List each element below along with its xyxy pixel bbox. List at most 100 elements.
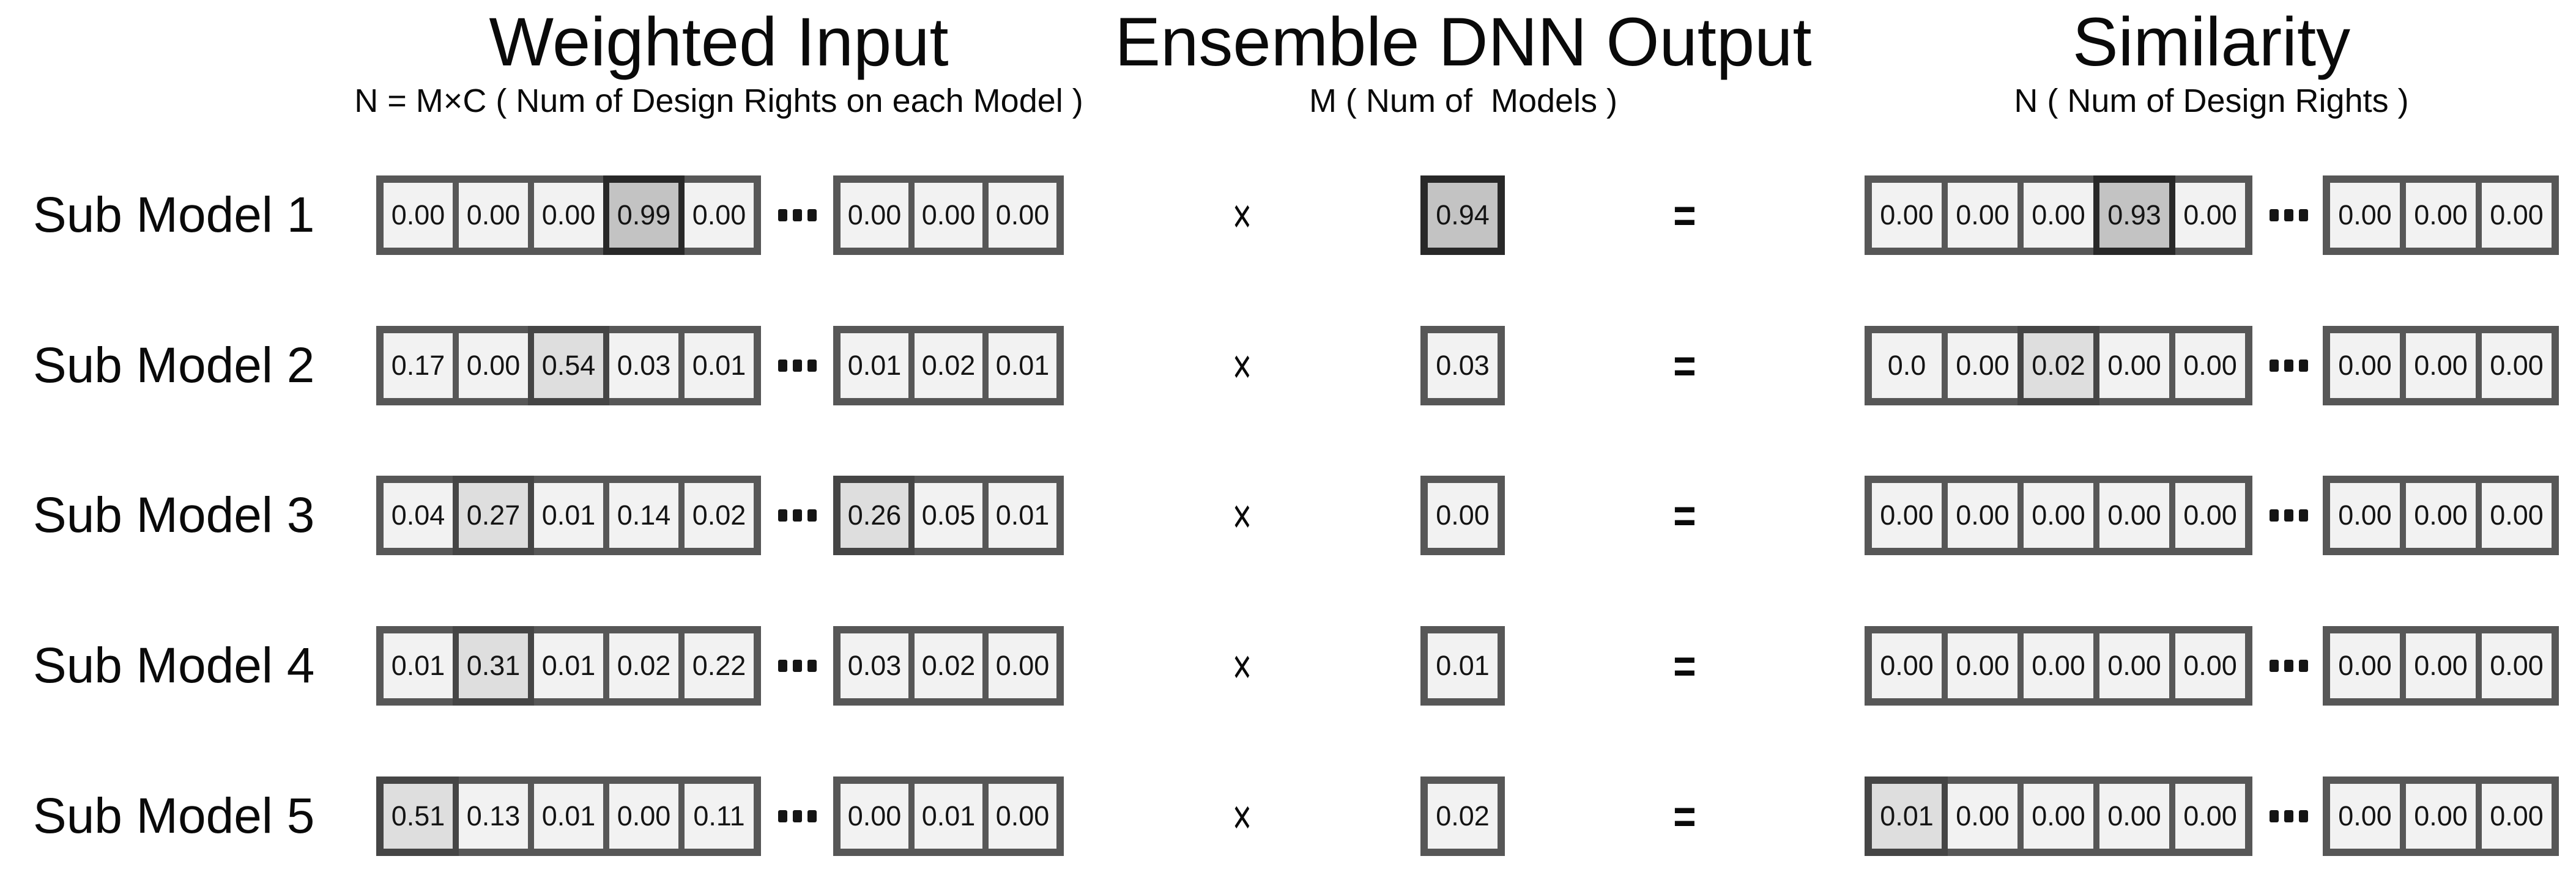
matrix-cell: 0.0 xyxy=(1865,326,1945,405)
column-header-similarity: Similarity N ( Num of Design Rights ) xyxy=(2014,6,2408,119)
matrix-cell-highlighted: 0.94 xyxy=(1420,175,1505,255)
cell-value: 0.00 xyxy=(1948,633,2017,698)
sub-model-label: Sub Model 2 xyxy=(33,338,315,393)
ellipsis-icon xyxy=(2254,326,2323,405)
matrix-cell: 0.00 xyxy=(1865,476,1945,555)
cell-value: 0.00 xyxy=(1948,784,2017,849)
cell-value: 0.04 xyxy=(384,483,453,548)
ellipsis-icon xyxy=(2254,626,2323,706)
cell-value: 0.00 xyxy=(2406,333,2476,398)
cell-value: 0.00 xyxy=(2330,784,2400,849)
column-subtitle-similarity: N ( Num of Design Rights ) xyxy=(2014,82,2409,119)
matrix-cell-highlighted: 0.51 xyxy=(376,776,459,856)
cell-value: 0.00 xyxy=(2099,333,2169,398)
matrix-cell: 0.00 xyxy=(2021,175,2096,255)
matrix-cell: 0.00 xyxy=(2323,476,2403,555)
matrix-cell: 0.00 xyxy=(2172,476,2252,555)
matrix-cell: 0.00 xyxy=(1945,776,2021,856)
ellipsis-dot xyxy=(2269,509,2279,522)
cell-value: 0.00 xyxy=(2099,784,2169,849)
multiply-operator: × xyxy=(1064,626,1420,706)
matrix-cell: 0.11 xyxy=(681,776,761,856)
ellipsis-icon xyxy=(762,326,833,405)
matrix-cell: 0.00 xyxy=(531,175,606,255)
matrix-cell: 0.00 xyxy=(2172,776,2252,856)
ellipsis-dot xyxy=(778,810,787,822)
matrix-cell: 0.00 xyxy=(2403,326,2479,405)
matrix-cell: 0.00 xyxy=(2021,476,2096,555)
matrix-cell-highlighted: 0.01 xyxy=(1865,776,1948,856)
cell-value: 0.05 xyxy=(915,483,982,548)
cell-value: 0.13 xyxy=(459,784,528,849)
equals-glyph: = xyxy=(1673,188,1696,242)
matrix-cell-highlighted: 0.02 xyxy=(2017,326,2099,405)
cell-value: 0.01 xyxy=(384,633,453,698)
column-subtitle-ensemble-dnn-output: M ( Num of Models ) xyxy=(1308,82,1618,119)
cell-value: 0.02 xyxy=(915,333,982,398)
ensemble-output-scalar: 0.01 xyxy=(1420,626,1505,706)
matrix-cell: 0.03 xyxy=(606,326,681,405)
matrix-cell: 0.00 xyxy=(2323,776,2403,856)
cell-value: 0.01 xyxy=(534,784,603,849)
ellipsis-icon xyxy=(762,626,833,706)
matrix-cell: 0.14 xyxy=(606,476,681,555)
ellipsis-dot xyxy=(807,660,817,672)
cell-value: 0.00 xyxy=(1948,333,2017,398)
cell-value: 0.22 xyxy=(685,633,754,698)
ellipsis-dot xyxy=(2298,360,2308,372)
cell-value: 0.00 xyxy=(1872,483,1942,548)
cell-value: 0.03 xyxy=(1428,333,1498,398)
cell-value: 0.03 xyxy=(841,633,908,698)
matrix-cell: 0.00 xyxy=(985,175,1064,255)
matrix-cell: 0.01 xyxy=(985,326,1064,405)
ellipsis-dot xyxy=(793,810,802,822)
cell-value: 0.00 xyxy=(2175,183,2245,248)
column-title-weighted-input: Weighted Input xyxy=(489,4,949,80)
ellipsis-dot xyxy=(2298,209,2308,221)
cell-value: 0.00 xyxy=(989,784,1056,849)
matrix-cell-highlighted: 0.31 xyxy=(453,626,534,706)
matrix-cell: 0.02 xyxy=(911,326,985,405)
matrix-cell: 0.00 xyxy=(2403,776,2479,856)
cell-value: 0.99 xyxy=(609,183,678,248)
matrix-cell: 0.00 xyxy=(456,326,531,405)
matrix-cell: 0.00 xyxy=(1945,326,2021,405)
matrix-cell: 0.00 xyxy=(833,175,911,255)
ellipsis-icon xyxy=(762,476,833,555)
ellipsis-dot xyxy=(778,509,787,522)
matrix-cell: 0.00 xyxy=(681,175,761,255)
multiply-glyph: × xyxy=(1232,638,1252,694)
cell-value: 0.00 xyxy=(2482,333,2552,398)
matrix-cell: 0.01 xyxy=(1420,626,1505,706)
matrix-cell: 0.01 xyxy=(985,476,1064,555)
cell-value: 0.00 xyxy=(1428,483,1498,548)
matrix-cell: 0.00 xyxy=(2479,175,2559,255)
equals-glyph: = xyxy=(1673,789,1696,843)
matrix-cell: 0.01 xyxy=(911,776,985,856)
matrix-cell: 0.00 xyxy=(1945,175,2021,255)
ellipsis-dot xyxy=(807,209,817,221)
cell-value: 0.00 xyxy=(2406,633,2476,698)
matrix-cell: 0.00 xyxy=(1865,626,1945,706)
cell-value: 0.00 xyxy=(2175,784,2245,849)
ellipsis-dot xyxy=(2269,660,2279,672)
cell-value: 0.27 xyxy=(459,483,528,548)
column-header-weighted-input: Weighted Input N = M×C ( Num of Design R… xyxy=(354,6,1083,119)
cell-value: 0.00 xyxy=(2330,483,2400,548)
cell-value: 0.00 xyxy=(989,183,1056,248)
matrix-cell: 0.00 xyxy=(2479,476,2559,555)
cell-value: 0.26 xyxy=(841,483,908,548)
cell-value: 0.54 xyxy=(534,333,603,398)
ellipsis-icon xyxy=(2254,476,2323,555)
matrix-cell: 0.22 xyxy=(681,626,761,706)
ellipsis-icon xyxy=(2254,175,2323,255)
